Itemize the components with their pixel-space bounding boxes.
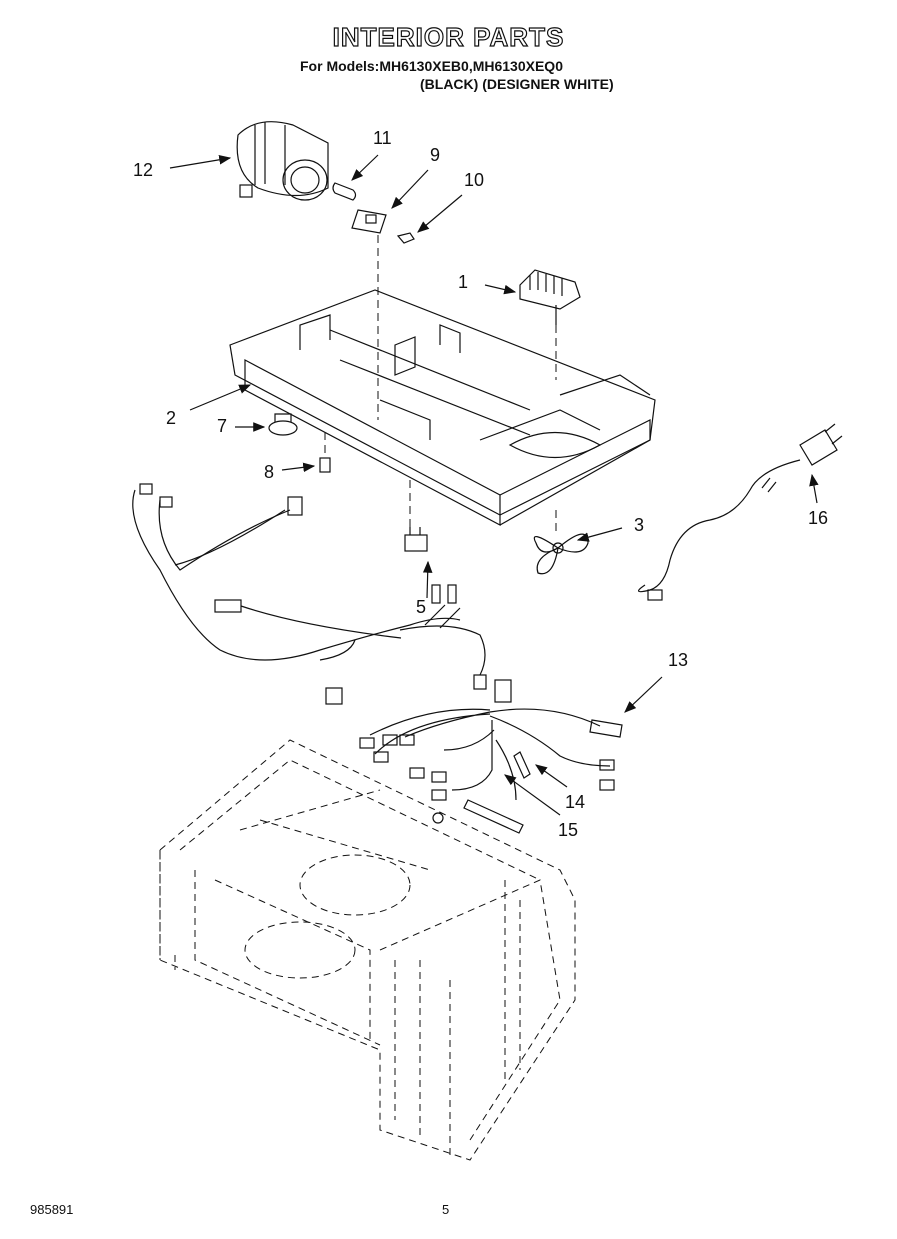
switch-part-5 xyxy=(404,527,428,552)
page-number: 5 xyxy=(442,1202,450,1217)
thermal-cutout-part xyxy=(268,413,298,436)
switch-part-8 xyxy=(319,457,331,473)
leader-13 xyxy=(624,676,663,713)
fan-blade-part xyxy=(533,533,589,575)
callout-7: 7 xyxy=(217,416,228,436)
callout-12: 12 xyxy=(133,160,154,180)
callout-8: 8 xyxy=(264,462,275,482)
leader-16 xyxy=(809,473,819,504)
leader-9 xyxy=(391,169,429,209)
callout-2: 2 xyxy=(166,408,177,428)
leader-1 xyxy=(484,284,517,295)
leader-12 xyxy=(169,155,232,169)
callout-15: 15 xyxy=(558,820,579,840)
leader-10 xyxy=(417,194,463,233)
wire-harness-lower xyxy=(359,708,623,834)
wire-harness-upper xyxy=(132,483,512,705)
callout-10: 10 xyxy=(464,170,485,190)
page-title: INTERIOR PARTS xyxy=(332,21,565,52)
leader-5 xyxy=(422,560,433,599)
leader-8 xyxy=(281,462,316,473)
light-bulb-part xyxy=(332,182,357,201)
power-cord-part xyxy=(638,423,843,601)
model-numbers: For Models:MH6130XEB0,MH6130XEQ0 xyxy=(300,58,563,74)
leader-14 xyxy=(535,764,568,788)
callout-13: 13 xyxy=(668,650,689,670)
leader-2 xyxy=(189,384,252,411)
leader-15 xyxy=(504,774,561,816)
base-plate-part xyxy=(229,289,656,526)
document-number: 985891 xyxy=(30,1202,74,1217)
microwave-cavity-outline xyxy=(159,739,576,1161)
callout-3: 3 xyxy=(634,515,645,535)
callout-16: 16 xyxy=(808,508,829,528)
terminal-block-part xyxy=(519,269,581,325)
blower-motor-part xyxy=(236,121,329,201)
leader-11 xyxy=(351,154,379,181)
callout-9: 9 xyxy=(430,145,441,165)
callout-14: 14 xyxy=(565,792,586,812)
callout-1: 1 xyxy=(458,272,469,292)
callout-11: 11 xyxy=(373,128,392,148)
model-colors: (BLACK) (DESIGNER WHITE) xyxy=(420,76,614,92)
callout-5: 5 xyxy=(416,597,427,617)
light-socket-part xyxy=(351,209,387,234)
clip-part xyxy=(396,232,415,244)
leader-3 xyxy=(576,527,623,542)
